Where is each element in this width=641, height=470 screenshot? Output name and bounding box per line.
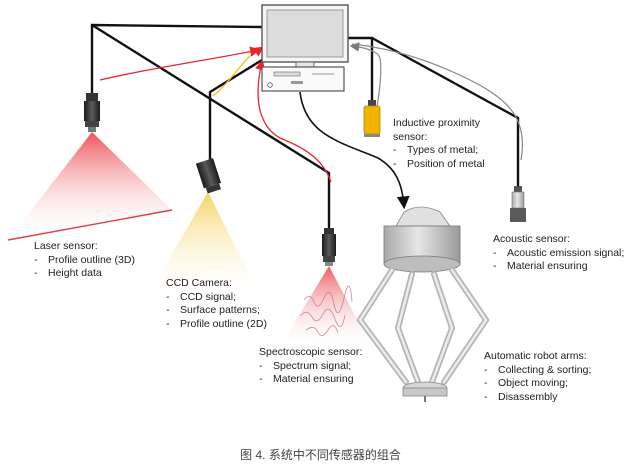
inductive-sensor — [363, 100, 381, 137]
ccd-camera — [195, 158, 222, 194]
acoustic-sensor-title: Acoustic sensor: — [493, 233, 571, 245]
inductive-sensor-title-line2: sensor: — [393, 130, 428, 143]
ccd-camera-item: Profile outline (2D) — [166, 318, 267, 332]
spectrum-squiggle — [299, 285, 353, 336]
signal-yellow-ccd — [212, 46, 265, 97]
spectroscopic-sensor — [322, 228, 336, 266]
spectroscopic-sensor-item: Material ensuring — [259, 373, 362, 387]
robot-arm-item: Object moving; — [484, 377, 591, 391]
inductive-sensor-label: Inductive proximity sensor: Types of met… — [393, 117, 485, 171]
monitor-screen — [266, 9, 344, 58]
ccd-camera-beam — [150, 192, 262, 300]
acoustic-sensor — [510, 186, 526, 222]
wire-robot — [299, 91, 410, 210]
ccd-camera-label: CCD Camera: CCD signal; Surface patterns… — [166, 277, 267, 331]
robot-arm-title: Automatic robot arms: — [484, 350, 587, 362]
monitor-stand — [295, 61, 315, 68]
wire-inductive — [346, 36, 374, 105]
acoustic-sensor-item: Acoustic emission signal; — [493, 247, 624, 261]
wire-ccd — [208, 58, 263, 160]
power-button — [267, 82, 273, 88]
robot-arm — [356, 206, 490, 402]
ccd-camera-title: CCD Camera: — [166, 277, 232, 289]
signal-red-spectroscopic — [255, 59, 332, 183]
computer-case — [261, 66, 345, 92]
wire-acoustic — [371, 36, 520, 186]
ccd-camera-item: CCD signal; — [166, 291, 267, 305]
robot-arm-item: Collecting & sorting; — [484, 364, 591, 378]
acoustic-sensor-item: Material ensuring — [493, 260, 624, 274]
spectroscopic-sensor-title: Spectroscopic sensor: — [259, 346, 363, 358]
signal-gray-acoustic — [351, 43, 523, 161]
signal-red-laser — [99, 46, 261, 81]
robot-arm-item: Disassembly — [484, 391, 591, 405]
acoustic-sensor-label: Acoustic sensor: Acoustic emission signa… — [493, 233, 624, 274]
computer — [261, 4, 349, 92]
figure-caption: 图 4. 系统中不同传感器的组合 — [240, 448, 401, 462]
inductive-sensor-item: Types of metal; — [393, 144, 485, 158]
spectroscopic-sensor-item: Spectrum signal; — [259, 360, 362, 374]
robot-arm-label: Automatic robot arms: Collecting & sorti… — [484, 350, 591, 404]
laser-sensor-item: Profile outline (3D) — [34, 254, 135, 268]
laser-line — [7, 209, 173, 241]
laser-sensor — [84, 93, 100, 132]
inductive-sensor-item: Position of metal — [393, 158, 485, 172]
signal-gray-inductive — [349, 42, 382, 113]
laser-sensor-item: Height data — [34, 267, 135, 281]
laser-sensor-label: Laser sensor: Profile outline (3D) Heigh… — [34, 240, 135, 281]
disk-drive — [273, 71, 301, 77]
inductive-sensor-title-line1: Inductive proximity — [393, 117, 480, 129]
laser-sensor-title: Laser sensor: — [34, 240, 98, 252]
wire-spectroscopic — [91, 23, 331, 230]
case-badge — [291, 81, 303, 84]
spectroscopic-beam — [284, 266, 372, 348]
ccd-camera-item: Surface patterns; — [166, 304, 267, 318]
wire-laser — [90, 23, 263, 95]
spectroscopic-sensor-label: Spectroscopic sensor: Spectrum signal; M… — [259, 346, 362, 387]
laser-beam — [8, 132, 172, 240]
